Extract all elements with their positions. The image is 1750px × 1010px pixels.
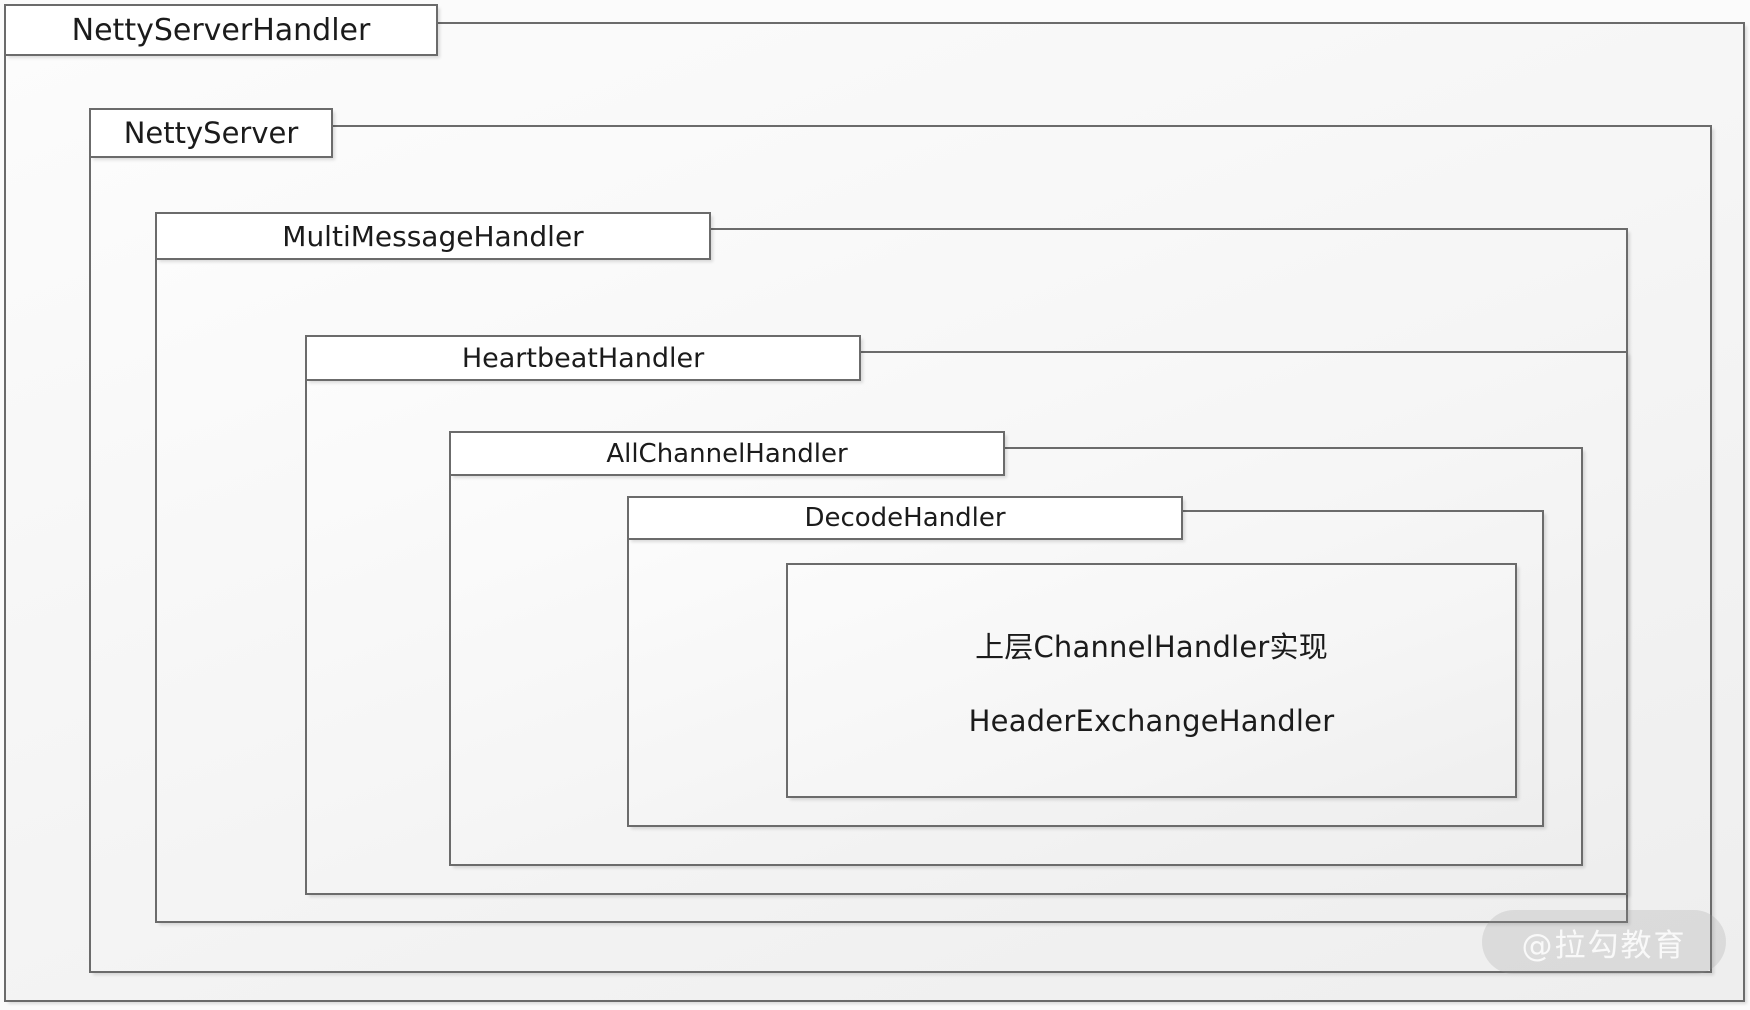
label-multi-message-handler: MultiMessageHandler (155, 212, 711, 260)
container-upper-channel-handler: 上层ChannelHandler实现 HeaderExchangeHandler (786, 563, 1517, 798)
label-netty-server-handler: NettyServerHandler (4, 4, 438, 56)
label-all-channel-handler: AllChannelHandler (449, 431, 1005, 476)
label-netty-server-handler-text: NettyServerHandler (71, 12, 371, 48)
label-heartbeat-handler-text: HeartbeatHandler (461, 342, 705, 374)
label-heartbeat-handler: HeartbeatHandler (305, 335, 861, 381)
label-decode-handler-text: DecodeHandler (804, 503, 1006, 533)
label-netty-server: NettyServer (89, 108, 333, 158)
leaf-line-upper-channel-handler: 上层ChannelHandler实现 (975, 629, 1328, 664)
label-all-channel-handler-text: AllChannelHandler (606, 438, 848, 469)
label-decode-handler: DecodeHandler (627, 496, 1183, 540)
label-netty-server-text: NettyServer (123, 116, 299, 150)
label-multi-message-handler-text: MultiMessageHandler (282, 219, 584, 253)
leaf-line-header-exchange-handler: HeaderExchangeHandler (968, 703, 1335, 738)
